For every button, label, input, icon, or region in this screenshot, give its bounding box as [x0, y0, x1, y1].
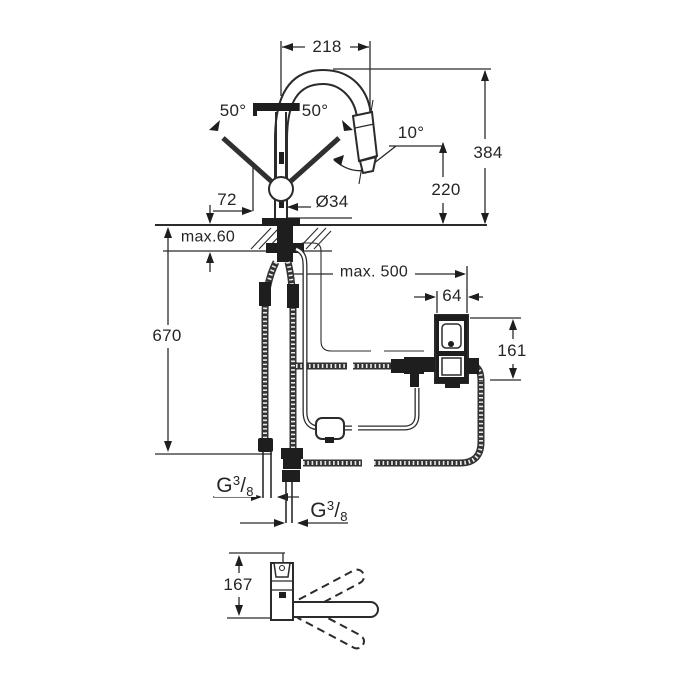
dim-lever-offset: 72: [215, 190, 239, 210]
box-outlet-fitting: [466, 358, 479, 374]
thread-denominator: 8: [340, 508, 348, 524]
spout-top-view: [283, 601, 379, 618]
thread-numerator: 3: [326, 497, 335, 513]
supply-hoses: [258, 260, 303, 523]
dim-top-view-depth: 167: [221, 575, 255, 595]
thread-size-left: G3/8: [214, 472, 256, 499]
dim-lever-angle-left: 50°: [217, 101, 249, 121]
faucet-front-view: [209, 68, 379, 262]
spout-inner: [286, 82, 358, 141]
thread-base: G: [310, 498, 327, 522]
thread-denominator: 8: [246, 483, 254, 499]
box-inlet-fitting: [423, 357, 435, 372]
lever-neck: [275, 112, 287, 177]
dim-box-height: 161: [495, 341, 529, 361]
dim-total-height: 384: [471, 143, 505, 163]
lever-swing-right: [289, 136, 341, 183]
dim-head-angle: 10°: [395, 123, 427, 143]
escutcheon: [262, 218, 300, 226]
mixed-water-hose: [294, 246, 424, 443]
dim-hose-drop: 670: [150, 326, 184, 346]
thread-slash: /: [334, 499, 341, 522]
lever-swing-left: [221, 136, 273, 183]
dim-shank-diameter: Ø34: [313, 192, 351, 212]
control-box: [423, 314, 479, 388]
dim-lever-angle-right: 50°: [299, 101, 331, 121]
thread-base: G: [216, 473, 233, 497]
cartridge-mark: [279, 152, 284, 164]
swing-arrow-left: [209, 120, 220, 131]
dim-hose-extraction: max. 500: [337, 263, 411, 282]
dim-box-width: 64: [440, 286, 464, 306]
dim-deck-thickness: max.60: [178, 228, 238, 247]
cartridge-mark: [279, 196, 284, 208]
faucet-top-view: [270, 562, 379, 650]
swing-arrow-right: [342, 120, 353, 131]
dim-outlet-height: 220: [429, 180, 463, 200]
spray-head: [351, 110, 379, 175]
inline-filter: [315, 417, 345, 443]
pullout-hose-reference-line: [302, 242, 424, 352]
thread-slash: /: [240, 474, 247, 497]
thread-numerator: 3: [232, 472, 241, 488]
dim-spout-reach: 218: [310, 37, 344, 57]
mounting-nut: [266, 243, 304, 253]
thread-size-right: G3/8: [308, 497, 350, 524]
ball-joint: [268, 176, 294, 202]
